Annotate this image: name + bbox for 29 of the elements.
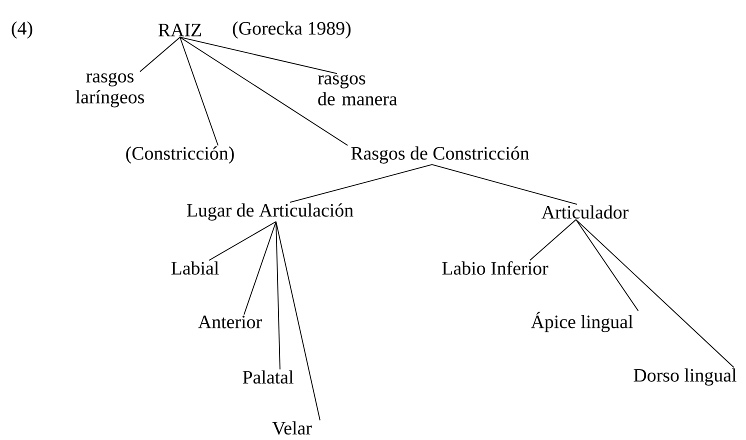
tree-label: Velar (272, 421, 312, 435)
tree-branch (180, 36, 218, 146)
tree-branch (180, 36, 348, 146)
tree-label: Palatal (242, 370, 294, 384)
citation: (Gorecka 1989) (232, 21, 351, 39)
tree-branch (180, 36, 338, 74)
tree-branch (432, 164, 578, 205)
tree-branch (140, 36, 180, 72)
tree-label: Dorso lingual (634, 368, 736, 386)
tree-branch (576, 219, 639, 312)
tree-label: Lugar de Articulación (186, 203, 354, 221)
tree-label: Articulador (542, 205, 628, 219)
tree-branch (530, 219, 576, 261)
tree-label: Rasgos de Constricción (351, 146, 530, 164)
tree-branch (276, 221, 280, 370)
tree-branch (244, 221, 276, 316)
tree-label: RAIZ (158, 24, 202, 36)
tree-label: Anterior (198, 316, 262, 328)
tree-label: (Constricción) (126, 146, 234, 164)
tree-branch (576, 219, 734, 368)
tree-branch (208, 221, 276, 261)
tree-label: Labio Inferior (442, 261, 548, 275)
tree-label: rasgos de manera (318, 74, 398, 106)
tree-branch (276, 221, 320, 421)
example-number: (4) (12, 21, 32, 39)
tree-branch (290, 164, 432, 203)
tree-label: rasgos laríngeos (76, 72, 144, 108)
tree-label: Ápice lingual (530, 312, 633, 332)
tree-label: Labial (171, 261, 219, 275)
